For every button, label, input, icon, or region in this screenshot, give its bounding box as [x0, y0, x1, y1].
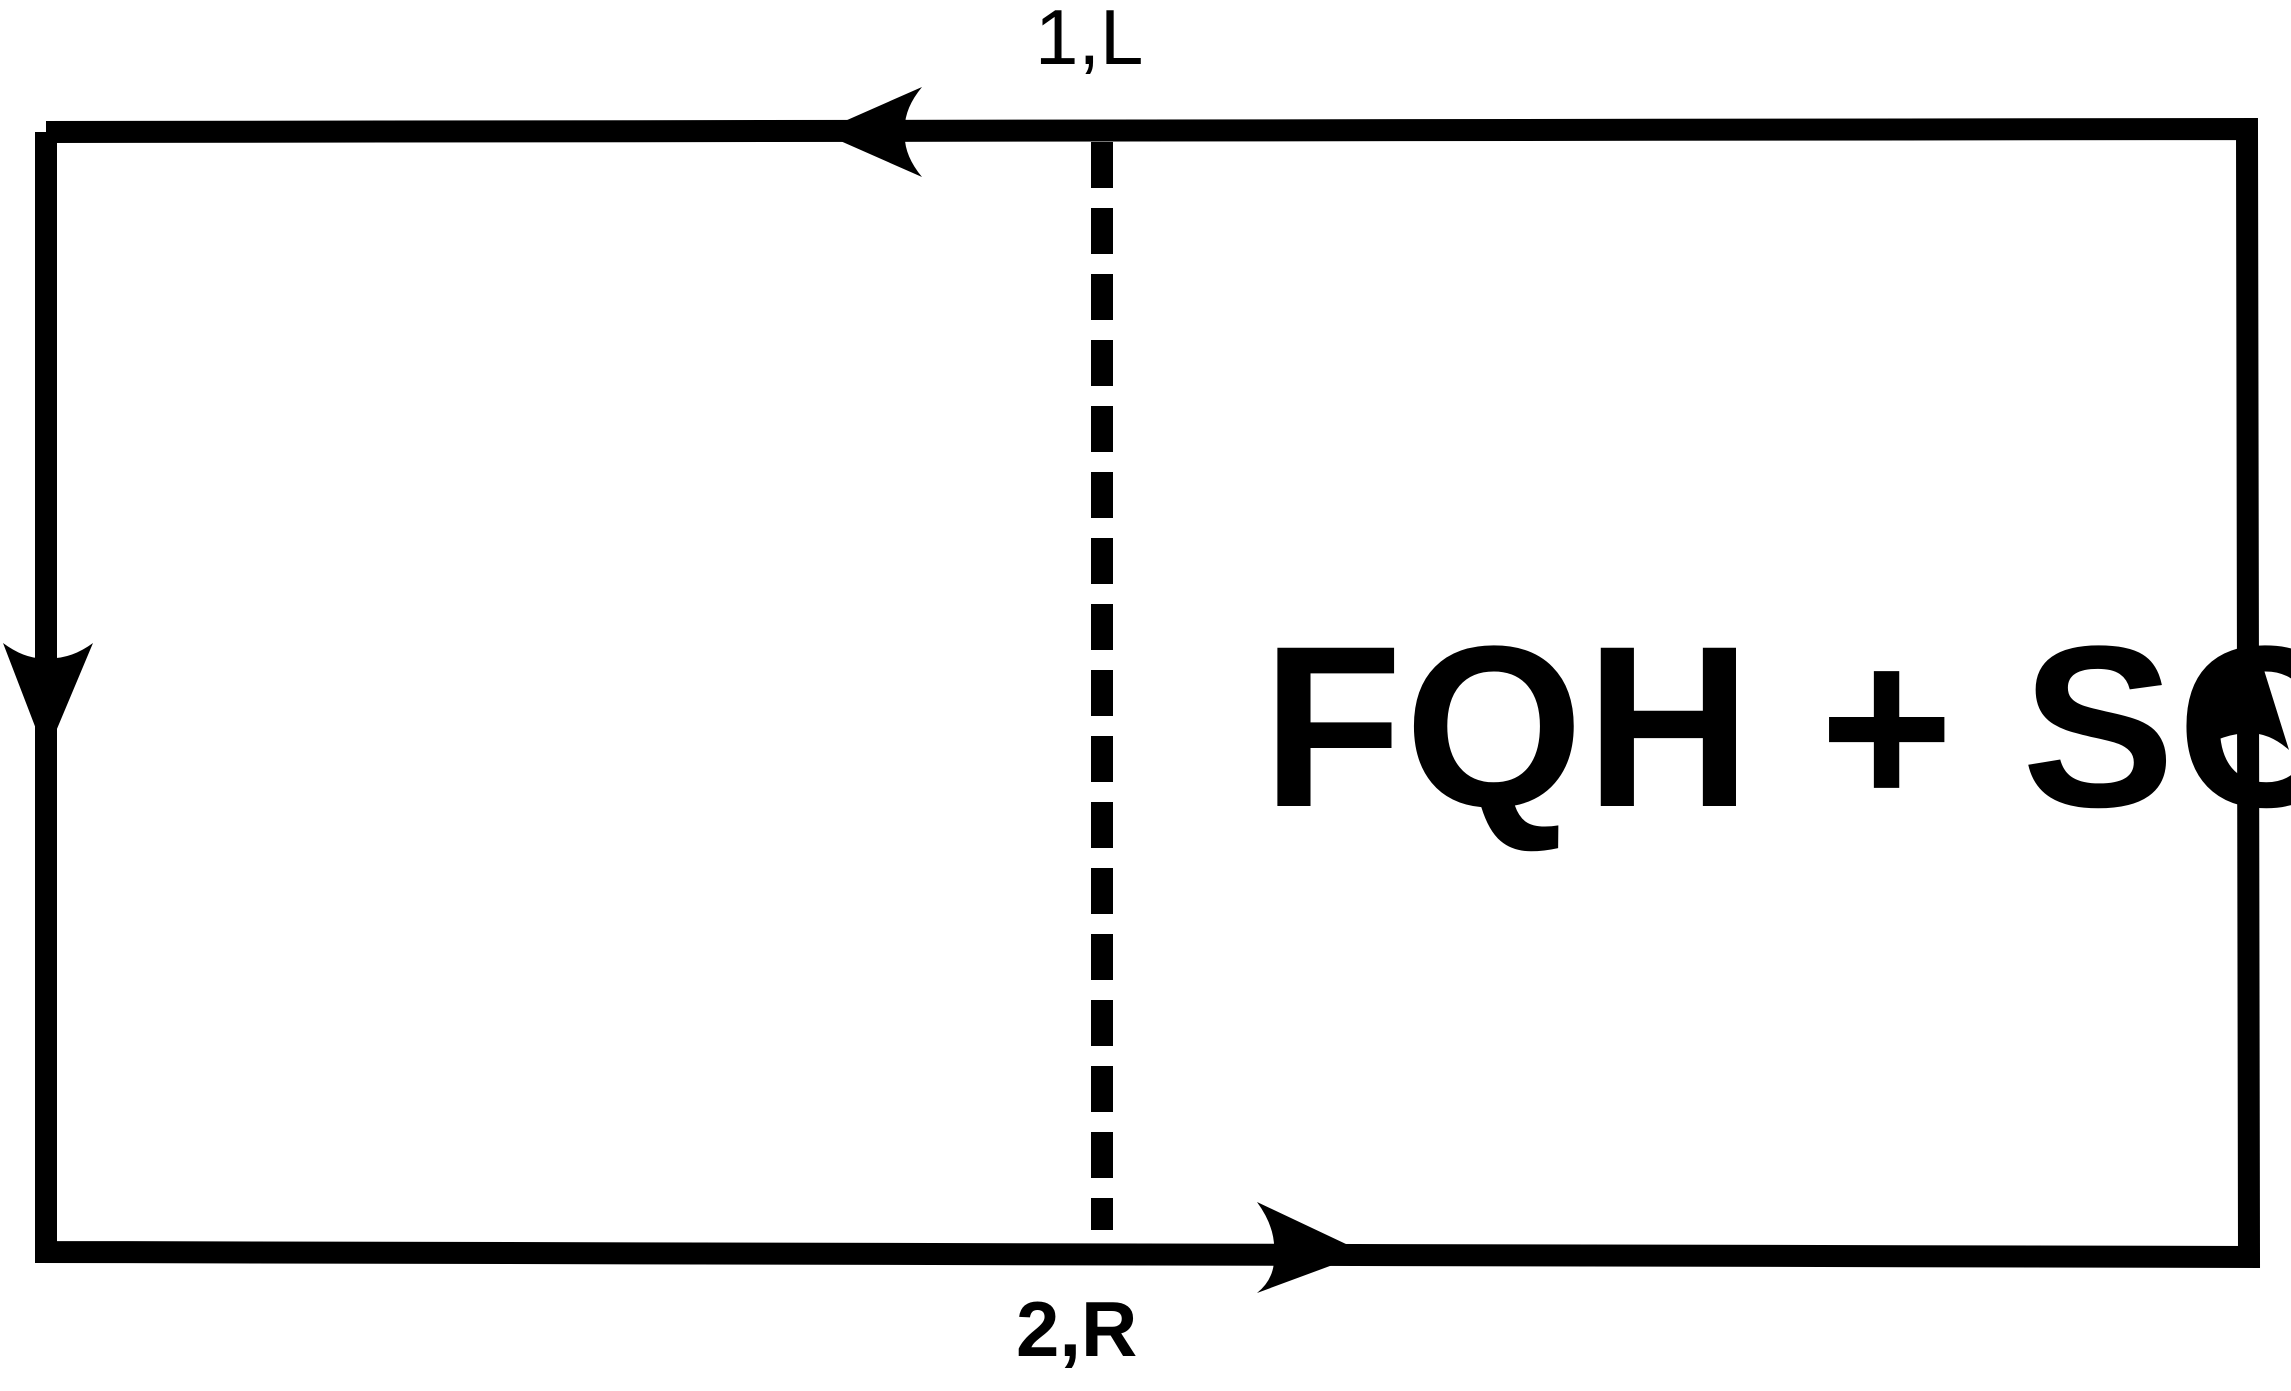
left-down-arrow	[3, 643, 93, 755]
top-left-arrow	[820, 87, 922, 177]
edge-loop-outline	[35, 117, 2261, 1269]
bottom-edge-label: 2,R	[1016, 1285, 1138, 1373]
top-edge-label: 1,L	[1035, 0, 1144, 81]
right-up-arrow	[2196, 622, 2289, 750]
bottom-right-arrow	[1257, 1202, 1365, 1293]
region-label: FQH + SC	[1262, 598, 2291, 855]
